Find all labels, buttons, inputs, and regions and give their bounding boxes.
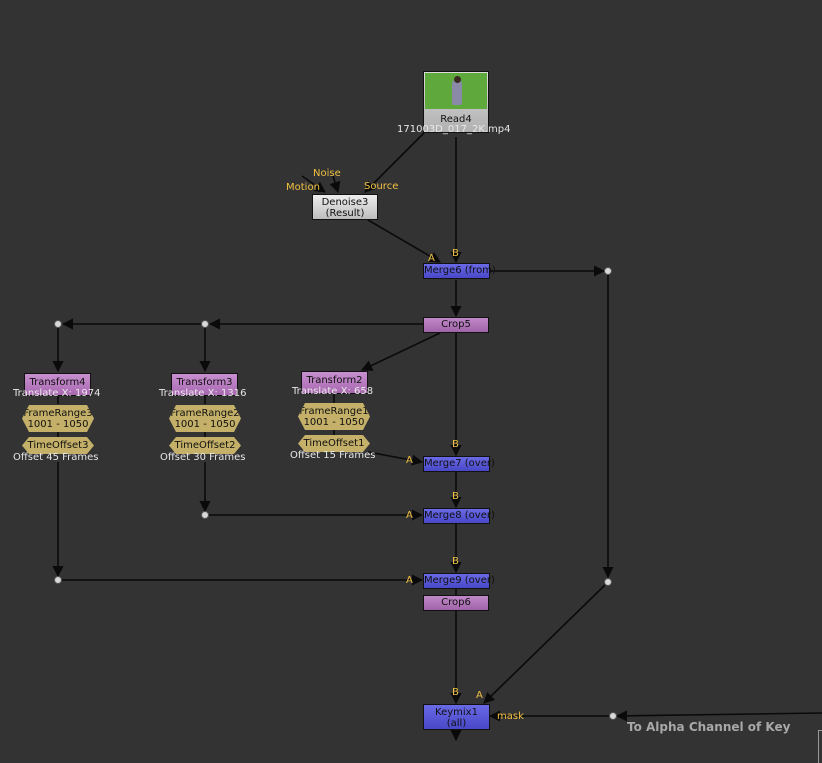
merge7-input-a: A xyxy=(406,455,413,466)
merge8-input-a: A xyxy=(406,510,413,521)
read4-file: 171003D_017_2K.mp4 xyxy=(397,124,511,135)
corner-frame xyxy=(818,730,822,763)
framerange3-label: FrameRange3 xyxy=(23,408,93,419)
transform2-param: Translate X: 658 xyxy=(292,386,374,397)
merge6-input-b: B xyxy=(452,248,459,259)
transform2-node[interactable]: Transform2 xyxy=(301,371,368,394)
crop5-label: Crop5 xyxy=(441,319,471,330)
framerange2-node[interactable]: FrameRange2 1001 - 1050 xyxy=(169,405,241,432)
merge9-input-b: B xyxy=(452,556,459,567)
merge6-input-a: A xyxy=(428,253,435,264)
transform4-node[interactable]: Transform4 xyxy=(24,373,91,396)
crop6-node[interactable]: Crop6 xyxy=(423,595,489,611)
keymix1-sub: (all) xyxy=(446,718,467,729)
edge-denoise-merge6 xyxy=(367,219,441,263)
dot-mid-2[interactable] xyxy=(201,511,209,519)
merge8-label: Merge8 (over) xyxy=(424,510,495,521)
transform2-label: Transform2 xyxy=(306,375,363,386)
merge9-node[interactable]: Merge9 (over) xyxy=(423,573,495,589)
keymix1-input-mask: mask xyxy=(497,711,524,722)
timeoffset1-label: TimeOffset1 xyxy=(303,438,365,449)
denoise3-sub: (Result) xyxy=(325,208,365,219)
read4-thumbnail xyxy=(425,73,487,109)
crop6-label: Crop6 xyxy=(441,597,471,608)
dot-left-1[interactable] xyxy=(54,320,62,328)
timeoffset3-label: TimeOffset3 xyxy=(27,440,89,451)
keymix1-label: Keymix1 xyxy=(435,707,478,718)
read4-node[interactable]: Read4 xyxy=(423,71,489,133)
merge7-label: Merge7 (over) xyxy=(424,458,495,469)
timeoffset3-node[interactable]: TimeOffset3 xyxy=(22,437,94,454)
edge-read4-denoise xyxy=(364,132,425,193)
timeoffset1-param: Offset 15 Frames xyxy=(290,450,376,461)
framerange1-label: FrameRange1 xyxy=(299,406,369,417)
framerange2-range: 1001 - 1050 xyxy=(174,419,236,430)
denoise3-node[interactable]: Denoise3 (Result) xyxy=(312,194,378,220)
keymix1-input-a: A xyxy=(476,690,483,701)
dot-low-1[interactable] xyxy=(54,576,62,584)
framerange2-label: FrameRange2 xyxy=(170,408,240,419)
transform3-param: Translate X: 1316 xyxy=(159,388,247,399)
edge-motion-stub xyxy=(301,175,326,193)
timeoffset2-label: TimeOffset2 xyxy=(174,440,236,451)
edge-crop5-transform2 xyxy=(360,332,441,371)
merge8-node[interactable]: Merge8 (over) xyxy=(423,508,495,524)
framerange1-range: 1001 - 1050 xyxy=(303,417,365,428)
read4-label: Read4 xyxy=(440,114,472,125)
transform3-label: Transform3 xyxy=(176,377,233,388)
framerange3-node[interactable]: FrameRange3 1001 - 1050 xyxy=(22,405,94,432)
edge-timeoffset1-merge7 xyxy=(367,451,424,466)
merge6-node[interactable]: Merge6 (from) xyxy=(423,263,496,279)
keymix1-input-b: B xyxy=(452,687,459,698)
timeoffset3-param: Offset 45 Frames xyxy=(13,452,99,463)
timeoffset2-param: Offset 30 Frames xyxy=(160,452,246,463)
transform3-node[interactable]: Transform3 xyxy=(171,373,238,396)
merge7-input-b: B xyxy=(452,439,459,450)
merge9-label: Merge9 (over) xyxy=(424,575,495,586)
framerange3-range: 1001 - 1050 xyxy=(27,419,89,430)
crop5-node[interactable]: Crop5 xyxy=(423,317,489,333)
denoise3-input-noise: Noise xyxy=(313,168,341,179)
denoise3-input-source: Source xyxy=(364,181,399,192)
dot-mask[interactable] xyxy=(609,712,617,720)
merge9-input-a: A xyxy=(406,575,413,586)
transform4-label: Transform4 xyxy=(29,377,86,388)
keymix1-node[interactable]: Keymix1 (all) xyxy=(423,704,490,730)
sticky-note[interactable]: To Alpha Channel of Key xyxy=(627,720,791,734)
timeoffset2-node[interactable]: TimeOffset2 xyxy=(169,437,241,454)
edge-noise-stub xyxy=(329,175,341,194)
edge-dotlow-keymix xyxy=(483,584,606,704)
edge-mask-dot xyxy=(615,710,822,722)
timeoffset1-node[interactable]: TimeOffset1 xyxy=(298,435,370,452)
framerange1-node[interactable]: FrameRange1 1001 - 1050 xyxy=(298,403,370,430)
dot-left-2[interactable] xyxy=(201,320,209,328)
merge7-node[interactable]: Merge7 (over) xyxy=(423,456,495,472)
dot-top-right[interactable] xyxy=(604,267,612,275)
denoise3-label: Denoise3 xyxy=(321,197,369,208)
denoise3-input-motion: Motion xyxy=(286,182,320,193)
merge8-input-b: B xyxy=(452,491,459,502)
merge6-label: Merge6 (from) xyxy=(424,265,496,276)
dot-low-right[interactable] xyxy=(604,578,612,586)
transform4-param: Translate X: 1974 xyxy=(13,388,101,399)
